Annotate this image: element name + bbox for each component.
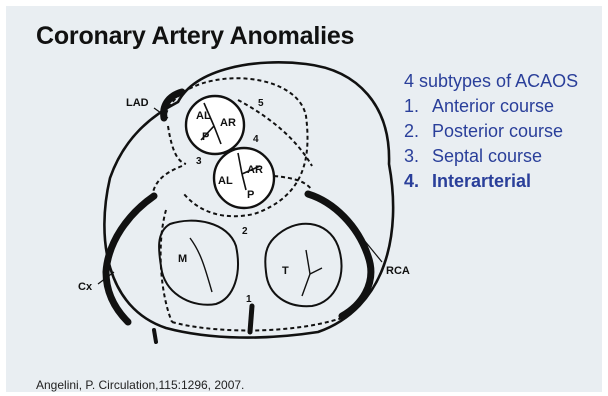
mitral-label: M (178, 253, 187, 265)
mitral-valve: M (159, 221, 238, 305)
pulmonary-al-label: AL (196, 110, 211, 122)
course-number-1: 1 (246, 294, 252, 305)
aortic-valve: AR AL P (214, 148, 274, 208)
heart-diagram: AL AR P AR AL P (6, 6, 602, 392)
course-number-4: 4 (253, 134, 259, 145)
pulmonary-valve: AL AR P (186, 96, 244, 154)
slide: Coronary Artery Anomalies 4 subtypes of … (6, 6, 602, 392)
aortic-ar-label: AR (247, 164, 263, 176)
course-anterior-bottom (172, 318, 342, 331)
course-number-5: 5 (258, 98, 264, 109)
aortic-al-label: AL (218, 175, 233, 187)
artery-branch (154, 330, 156, 342)
aortic-p-label: P (247, 189, 254, 201)
artery-branch (250, 306, 252, 332)
tricuspid-valve: T (265, 224, 341, 306)
course-path (152, 166, 182, 196)
tricuspid-label: T (282, 265, 289, 277)
lad-label: LAD (126, 97, 149, 109)
course-number-3: 3 (196, 156, 202, 167)
course-path (168, 126, 186, 164)
course-path (274, 176, 312, 190)
cx-label: Cx (78, 281, 93, 293)
rca-artery (308, 194, 371, 316)
pulmonary-ar-label: AR (220, 117, 236, 129)
course-number-2: 2 (242, 226, 248, 237)
citation: Angelini, P. Circulation,115:1296, 2007. (36, 378, 244, 392)
pulmonary-p-label: P (202, 131, 209, 143)
rca-label: RCA (386, 265, 410, 277)
